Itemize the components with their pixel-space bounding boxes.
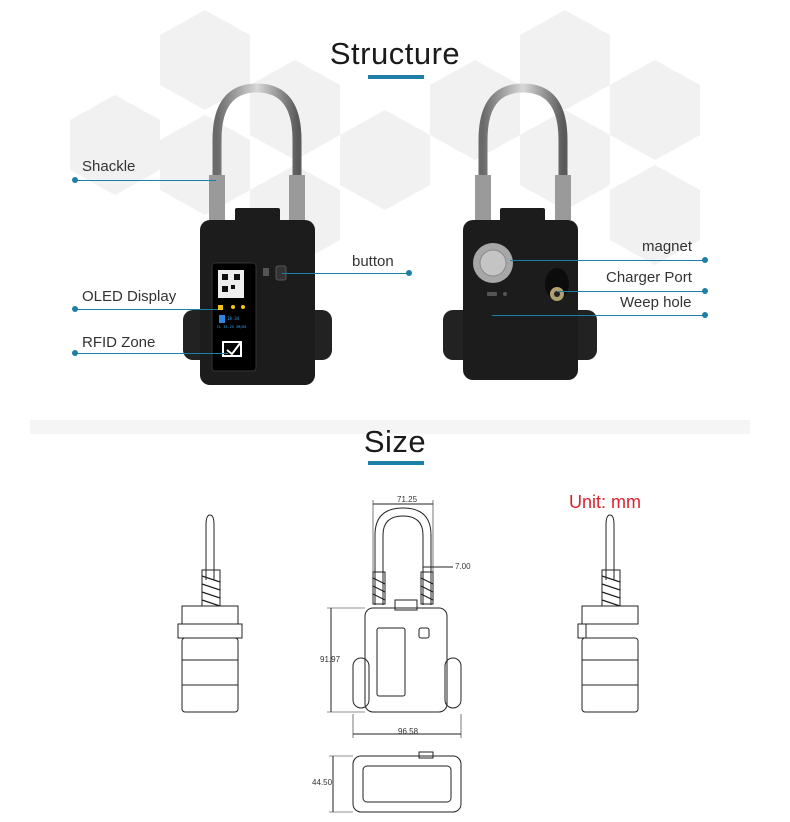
shackle-label: Shackle: [82, 158, 136, 175]
weep-hole-leader-line: [492, 315, 704, 316]
shackle-width-dimension: 71.25: [397, 495, 418, 504]
charger-port-callout-dot: [702, 288, 708, 294]
charger-port-label: Charger Port: [606, 269, 692, 286]
magnet-leader-line: [510, 260, 704, 261]
rfid-zone-callout-dot: [72, 350, 78, 356]
shackle-leader-line: [76, 180, 216, 181]
lock-front-view: 18:34 CL 33.25 2M/05: [183, 83, 332, 385]
weep-hole-label: Weep hole: [620, 294, 692, 311]
shackle-callout-dot: [72, 177, 78, 183]
body-width-dimension: 96.58: [398, 727, 419, 736]
charger-port-leader-line: [557, 291, 704, 292]
screen-status: CL 33.25 2M/05: [217, 325, 247, 329]
weep-hole-callout-dot: [702, 312, 708, 318]
rfid-zone-label: RFID Zone: [82, 334, 156, 351]
body-height-dimension: 91.97: [320, 655, 341, 664]
size-title: Size: [363, 424, 427, 459]
magnet-label: magnet: [642, 238, 693, 255]
side-view-left-drawing: [177, 514, 243, 713]
bottom-view-dimension-drawing: [329, 751, 462, 813]
unit-label: Unit: mm: [569, 492, 641, 512]
size-title-underline: [368, 461, 424, 465]
rfid-zone-leader-line: [76, 353, 228, 354]
structure-title: Structure: [329, 36, 461, 71]
screen-time: 18:34: [227, 316, 240, 321]
button-leader-line: [282, 273, 408, 274]
body-depth-dimension: 44.50: [312, 778, 333, 787]
button-label: button: [352, 253, 394, 270]
side-view-right-drawing: [577, 514, 639, 713]
magnet-callout-dot: [702, 257, 708, 263]
structure-title-underline: [368, 75, 424, 79]
lock-back-view: [443, 83, 597, 380]
oled-display-leader-line: [76, 309, 218, 310]
oled-display-label: OLED Display: [82, 288, 177, 305]
shackle-thickness-dimension: 7.00: [455, 562, 471, 571]
front-view-dimension-drawing: [327, 500, 462, 738]
oled-display-callout-dot: [72, 306, 78, 312]
button-callout-dot: [406, 270, 412, 276]
